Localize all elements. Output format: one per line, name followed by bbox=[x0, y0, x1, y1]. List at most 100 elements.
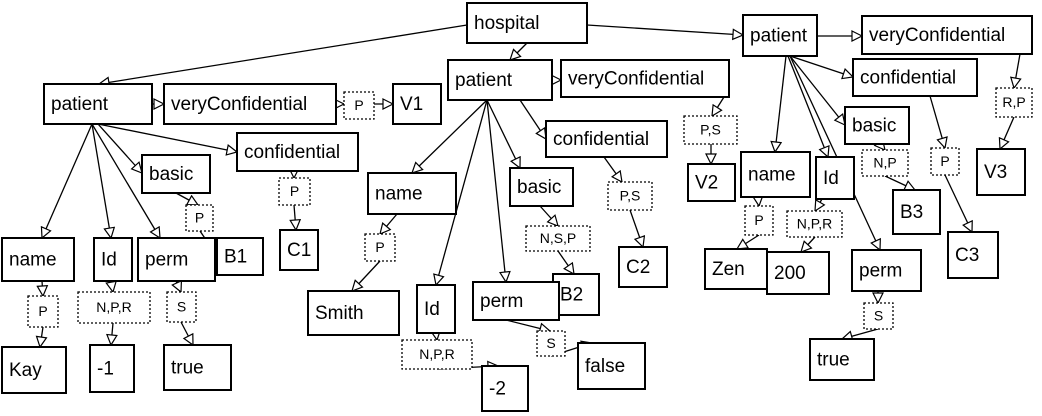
edge-label-p1-conf: P bbox=[278, 177, 311, 206]
edge-arrow-p1 bbox=[176, 281, 181, 292]
edge-label-p3-basic: N,P bbox=[861, 149, 909, 177]
node-p1-vc: veryConfidential bbox=[163, 83, 337, 125]
edge-label-p1-basic: P bbox=[185, 204, 214, 232]
edge-label-box bbox=[77, 291, 151, 324]
node-label: C1 bbox=[287, 240, 311, 261]
edge-label-box bbox=[786, 210, 843, 238]
edge-label-text: R,P bbox=[1002, 94, 1025, 110]
edge-arrow-p2 bbox=[557, 250, 574, 274]
node-label: patient bbox=[750, 26, 808, 47]
edge-label-text: N,P,R bbox=[797, 216, 833, 232]
node-p3-id-val: 200 bbox=[766, 251, 830, 295]
edge-label-text: P bbox=[375, 239, 384, 255]
node-box bbox=[93, 237, 133, 282]
node-box bbox=[742, 14, 818, 57]
node-p1-perm-val: true bbox=[163, 344, 232, 391]
edge-label-text: P bbox=[754, 212, 763, 228]
node-p1-name-val: Kay bbox=[1, 346, 67, 394]
node-label: basic bbox=[149, 164, 193, 185]
node-box bbox=[481, 365, 529, 412]
node-box bbox=[844, 106, 910, 145]
node-p2-vc: veryConfidential bbox=[560, 59, 730, 98]
edge-label-p3-vc: R,P bbox=[995, 87, 1033, 118]
edge-label-text: P bbox=[290, 183, 299, 199]
edge-label-box bbox=[863, 302, 894, 330]
edge-label-p3-name: P bbox=[744, 205, 774, 236]
node-label: -1 bbox=[97, 359, 114, 380]
edge-arrow-p2 bbox=[505, 319, 550, 331]
edge-arrow-p1 bbox=[91, 123, 160, 238]
node-label: Id bbox=[101, 250, 117, 271]
edge-arrow-p3 bbox=[758, 197, 759, 206]
node-label: false bbox=[585, 356, 625, 377]
node-p3-name-val: Zen bbox=[704, 248, 768, 290]
edge-arrow-p2 bbox=[712, 96, 725, 116]
node-box bbox=[704, 248, 768, 290]
edge-arrow-p3 bbox=[789, 55, 880, 250]
node-box bbox=[976, 148, 1026, 196]
node-box bbox=[416, 284, 456, 334]
node-box bbox=[89, 344, 135, 393]
node-box bbox=[163, 83, 337, 125]
node-label: V1 bbox=[400, 94, 423, 115]
node-p2-name-val: Smith bbox=[307, 290, 400, 336]
node-p3-conf: confidential bbox=[852, 58, 978, 97]
node-label: confidential bbox=[860, 68, 956, 89]
edge-label-p2-perm: S bbox=[536, 330, 566, 357]
node-label: V3 bbox=[984, 162, 1007, 183]
node-box bbox=[577, 342, 646, 390]
node-box bbox=[560, 59, 730, 98]
edge-label-p2-vc: P,S bbox=[683, 115, 738, 145]
edge-label-box bbox=[683, 115, 738, 145]
node-label: name bbox=[9, 250, 57, 271]
node-box bbox=[852, 58, 978, 97]
edge-label-text: P bbox=[195, 210, 204, 226]
node-box bbox=[947, 231, 999, 279]
edge-label-text: P bbox=[38, 303, 47, 319]
node-box bbox=[687, 163, 736, 202]
edge-label-p3-id: N,P,R bbox=[786, 210, 843, 238]
edge-arrow-p3 bbox=[929, 95, 945, 148]
node-p3-id: Id bbox=[815, 156, 855, 200]
node-label: Id bbox=[424, 299, 440, 320]
edge-arrow-p3 bbox=[737, 234, 760, 249]
node-p3-vc: veryConfidential bbox=[861, 15, 1033, 55]
edge-arrow-p1 bbox=[111, 322, 113, 345]
edge-label-text: S bbox=[874, 308, 883, 324]
node-label: confidential bbox=[244, 142, 340, 163]
node-box bbox=[892, 189, 941, 235]
node-p1-id: Id bbox=[93, 237, 133, 282]
node-label: basic bbox=[852, 116, 896, 137]
node-p1-b: B1 bbox=[216, 237, 264, 276]
edge-label-text: N,P,R bbox=[419, 346, 455, 362]
edge-label-text: N,P,R bbox=[96, 299, 132, 315]
edge-arrow-p1 bbox=[180, 321, 193, 345]
edge-label-text: P,S bbox=[620, 188, 641, 204]
node-p1-conf: confidential bbox=[236, 132, 359, 172]
edge-arrow-p3 bbox=[815, 198, 822, 211]
edge-label-text: P bbox=[354, 97, 363, 113]
node-p1: patient bbox=[43, 83, 153, 125]
edge-arrow-p1 bbox=[42, 123, 93, 238]
edge-label-p1-id: N,P,R bbox=[77, 291, 151, 324]
edge-label-text: P bbox=[940, 153, 949, 169]
node-box bbox=[367, 172, 457, 215]
node-p3-v: V3 bbox=[976, 148, 1026, 196]
node-label: perm bbox=[859, 261, 902, 282]
edge-label-box bbox=[185, 204, 214, 232]
node-box bbox=[43, 83, 153, 125]
edge-label-p2-basic: N,S,P bbox=[525, 225, 591, 252]
node-label: hospital bbox=[474, 13, 540, 34]
node-box bbox=[163, 344, 232, 391]
edge-arrow-p3 bbox=[789, 55, 845, 125]
edge-arrow-p1 bbox=[111, 281, 113, 292]
edge-label-box bbox=[343, 91, 375, 120]
edge-arrow-p2 bbox=[629, 209, 643, 247]
edge-arrow-p3 bbox=[1000, 116, 1015, 149]
node-box bbox=[472, 281, 560, 321]
node-box bbox=[279, 229, 319, 271]
node-label: true bbox=[171, 358, 204, 379]
node-box bbox=[851, 249, 922, 292]
node-p1-v: V1 bbox=[392, 83, 442, 125]
edge-arrow-p2 bbox=[486, 99, 520, 168]
